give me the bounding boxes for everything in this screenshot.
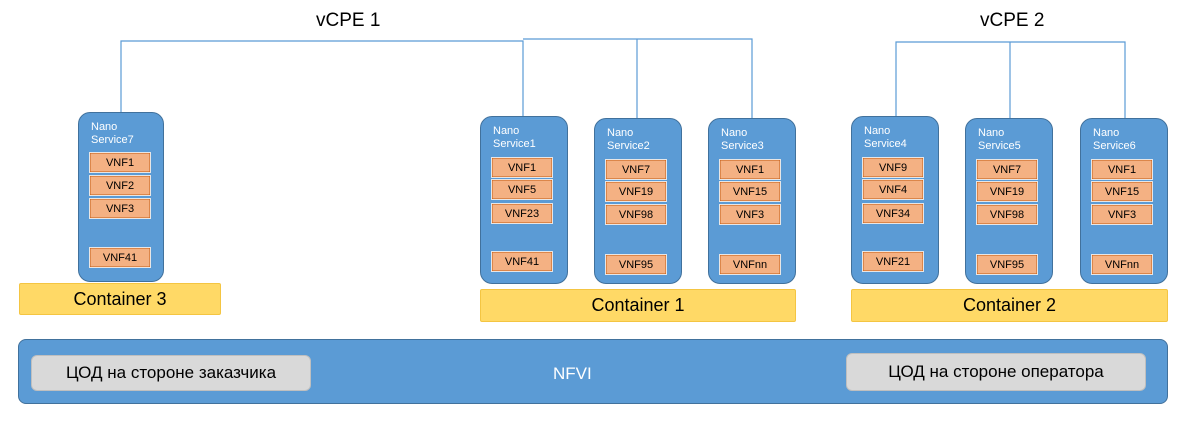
vnf-box[interactable]: VNF15 bbox=[1091, 181, 1153, 202]
vnf-box[interactable]: VNF95 bbox=[976, 254, 1038, 275]
vnf-box[interactable]: VNF15 bbox=[719, 181, 781, 202]
vnf-box[interactable]: VNF3 bbox=[1091, 204, 1153, 225]
vcpe2-link-line bbox=[895, 41, 1126, 118]
vcpe1-link-line bbox=[523, 38, 753, 118]
vnf-box[interactable]: VNF7 bbox=[976, 159, 1038, 180]
vcpe1-title: vCPE 1 bbox=[316, 10, 381, 31]
vnf-box[interactable]: VNFnn bbox=[1091, 254, 1153, 275]
operator-dc-box[interactable]: ЦОД на стороне оператора bbox=[846, 353, 1146, 391]
vnf-box[interactable]: VNF5 bbox=[491, 179, 553, 200]
nano-service-2[interactable]: Nano Service2 VNF7 VNF19 VNF98 VNF95 bbox=[594, 118, 682, 284]
vnf-box[interactable]: VNF1 bbox=[491, 157, 553, 178]
vnf-box[interactable]: VNF98 bbox=[605, 204, 667, 225]
nfvi-label: NFVI bbox=[553, 364, 592, 383]
nano-service-4[interactable]: Nano Service4 VNF9 VNF4 VNF34 VNF21 bbox=[851, 116, 939, 284]
vnf-box[interactable]: VNF1 bbox=[1091, 159, 1153, 180]
nano-service-label: Nano Service5 bbox=[978, 127, 1021, 152]
nano-service-label: Nano Service7 bbox=[91, 121, 134, 146]
vnf-box[interactable]: VNF21 bbox=[862, 251, 924, 272]
vnf-box[interactable]: VNF4 bbox=[862, 179, 924, 200]
vnf-box[interactable]: VNFnn bbox=[719, 254, 781, 275]
vnf-box[interactable]: VNF41 bbox=[491, 251, 553, 272]
container-1[interactable]: Container 1 bbox=[480, 289, 796, 322]
vnf-box[interactable]: VNF2 bbox=[89, 175, 151, 196]
vnf-box[interactable]: VNF98 bbox=[976, 204, 1038, 225]
vnf-box[interactable]: VNF95 bbox=[605, 254, 667, 275]
nano-service-label: Nano Service6 bbox=[1093, 127, 1136, 152]
customer-dc-box[interactable]: ЦОД на стороне заказчика bbox=[31, 355, 311, 391]
nano-service-label: Nano Service3 bbox=[721, 127, 764, 152]
vnf-box[interactable]: VNF3 bbox=[89, 198, 151, 219]
vnf-box[interactable]: VNF9 bbox=[862, 157, 924, 178]
nano-service-1[interactable]: Nano Service1 VNF1 VNF5 VNF23 VNF41 bbox=[480, 116, 568, 284]
nano-service-label: Nano Service1 bbox=[493, 125, 536, 150]
nano-service-3[interactable]: Nano Service3 VNF1 VNF15 VNF3 VNFnn bbox=[708, 118, 796, 284]
nano-service-6[interactable]: Nano Service6 VNF1 VNF15 VNF3 VNFnn bbox=[1080, 118, 1168, 284]
nano-service-5[interactable]: Nano Service5 VNF7 VNF19 VNF98 VNF95 bbox=[965, 118, 1053, 284]
vcpe2-title: vCPE 2 bbox=[980, 10, 1045, 31]
vnf-box[interactable]: VNF19 bbox=[605, 181, 667, 202]
nano-service-7[interactable]: Nano Service7 VNF1 VNF2 VNF3 VNF41 bbox=[78, 112, 164, 282]
nano-service-label: Nano Service4 bbox=[864, 125, 907, 150]
container-2[interactable]: Container 2 bbox=[851, 289, 1168, 322]
nano-service-label: Nano Service2 bbox=[607, 127, 650, 152]
vnf-box[interactable]: VNF1 bbox=[89, 152, 151, 173]
vnf-box[interactable]: VNF34 bbox=[862, 203, 924, 224]
vnf-box[interactable]: VNF19 bbox=[976, 181, 1038, 202]
vnf-box[interactable]: VNF41 bbox=[89, 247, 151, 268]
vnf-box[interactable]: VNF3 bbox=[719, 204, 781, 225]
vcpe1-link-line bbox=[120, 40, 524, 116]
vnf-box[interactable]: VNF1 bbox=[719, 159, 781, 180]
vnf-box[interactable]: VNF7 bbox=[605, 159, 667, 180]
vnf-box[interactable]: VNF23 bbox=[491, 203, 553, 224]
container-3[interactable]: Container 3 bbox=[19, 283, 221, 315]
